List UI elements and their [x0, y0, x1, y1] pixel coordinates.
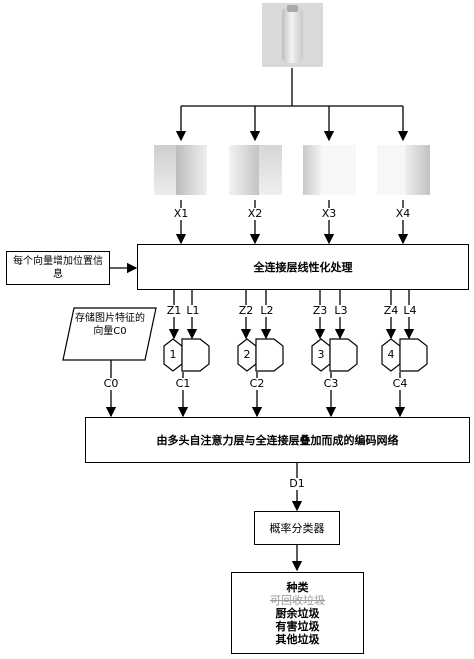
image-patch-4 [377, 145, 430, 195]
position-note-box: 每个向量增加位置信息 [6, 251, 110, 285]
attention-module-1 [163, 338, 210, 372]
stored-vector-shape [62, 307, 157, 361]
module-number-1: 1 [169, 348, 177, 361]
module-number-2: 2 [243, 348, 251, 361]
stored-vector-text: 存储图片特征的向量C0 [75, 313, 145, 337]
module-number-3: 3 [317, 348, 325, 361]
d1-label: D1 [289, 477, 305, 490]
c0-label: C0 [103, 377, 119, 390]
image-patch-3 [303, 145, 356, 195]
z-label-3: Z3 [312, 304, 328, 317]
image-patch-2 [229, 145, 282, 195]
patch-label-x4: X4 [395, 207, 411, 220]
encoder-box: 由多头自注意力层与全连接层叠加而成的编码网络 [85, 417, 470, 463]
c-label-1: C1 [175, 377, 191, 390]
z-label-1: Z1 [166, 304, 182, 317]
input-image [262, 3, 323, 67]
l-label-1: L1 [186, 304, 200, 317]
encoder-text: 由多头自注意力层与全连接层叠加而成的编码网络 [156, 434, 399, 447]
output-box: 种类 可回收垃圾 厨余垃圾 有害垃圾 其他垃圾 [231, 572, 364, 654]
module-number-4: 4 [387, 348, 395, 361]
output-title: 种类 [286, 580, 309, 594]
z-label-2: Z2 [238, 304, 254, 317]
l-label-4: L4 [403, 304, 417, 317]
l-label-3: L3 [334, 304, 348, 317]
position-note-text: 每个向量增加位置信息 [13, 256, 103, 280]
output-item-kitchen: 厨余垃圾 [275, 606, 320, 620]
patch-label-x1: X1 [173, 207, 189, 220]
fc-layer-box: 全连接层线性化处理 [137, 244, 469, 290]
fc-layer-text: 全连接层线性化处理 [253, 261, 353, 274]
l-label-2: L2 [260, 304, 274, 317]
c-label-3: C3 [323, 377, 339, 390]
attention-module-3 [311, 338, 358, 372]
image-patch-1 [154, 145, 207, 195]
output-item-recyclable: 可回收垃圾 [270, 593, 325, 607]
z-label-4: Z4 [383, 304, 399, 317]
output-item-hazardous: 有害垃圾 [275, 619, 320, 633]
attention-module-2 [237, 338, 284, 372]
classifier-box: 概率分类器 [254, 511, 340, 545]
patch-label-x2: X2 [247, 207, 263, 220]
c-label-2: C2 [249, 377, 265, 390]
c-label-4: C4 [392, 377, 408, 390]
classifier-text: 概率分类器 [269, 522, 325, 535]
output-item-other: 其他垃圾 [275, 632, 320, 646]
attention-module-4 [381, 338, 428, 372]
patch-label-x3: X3 [321, 207, 337, 220]
